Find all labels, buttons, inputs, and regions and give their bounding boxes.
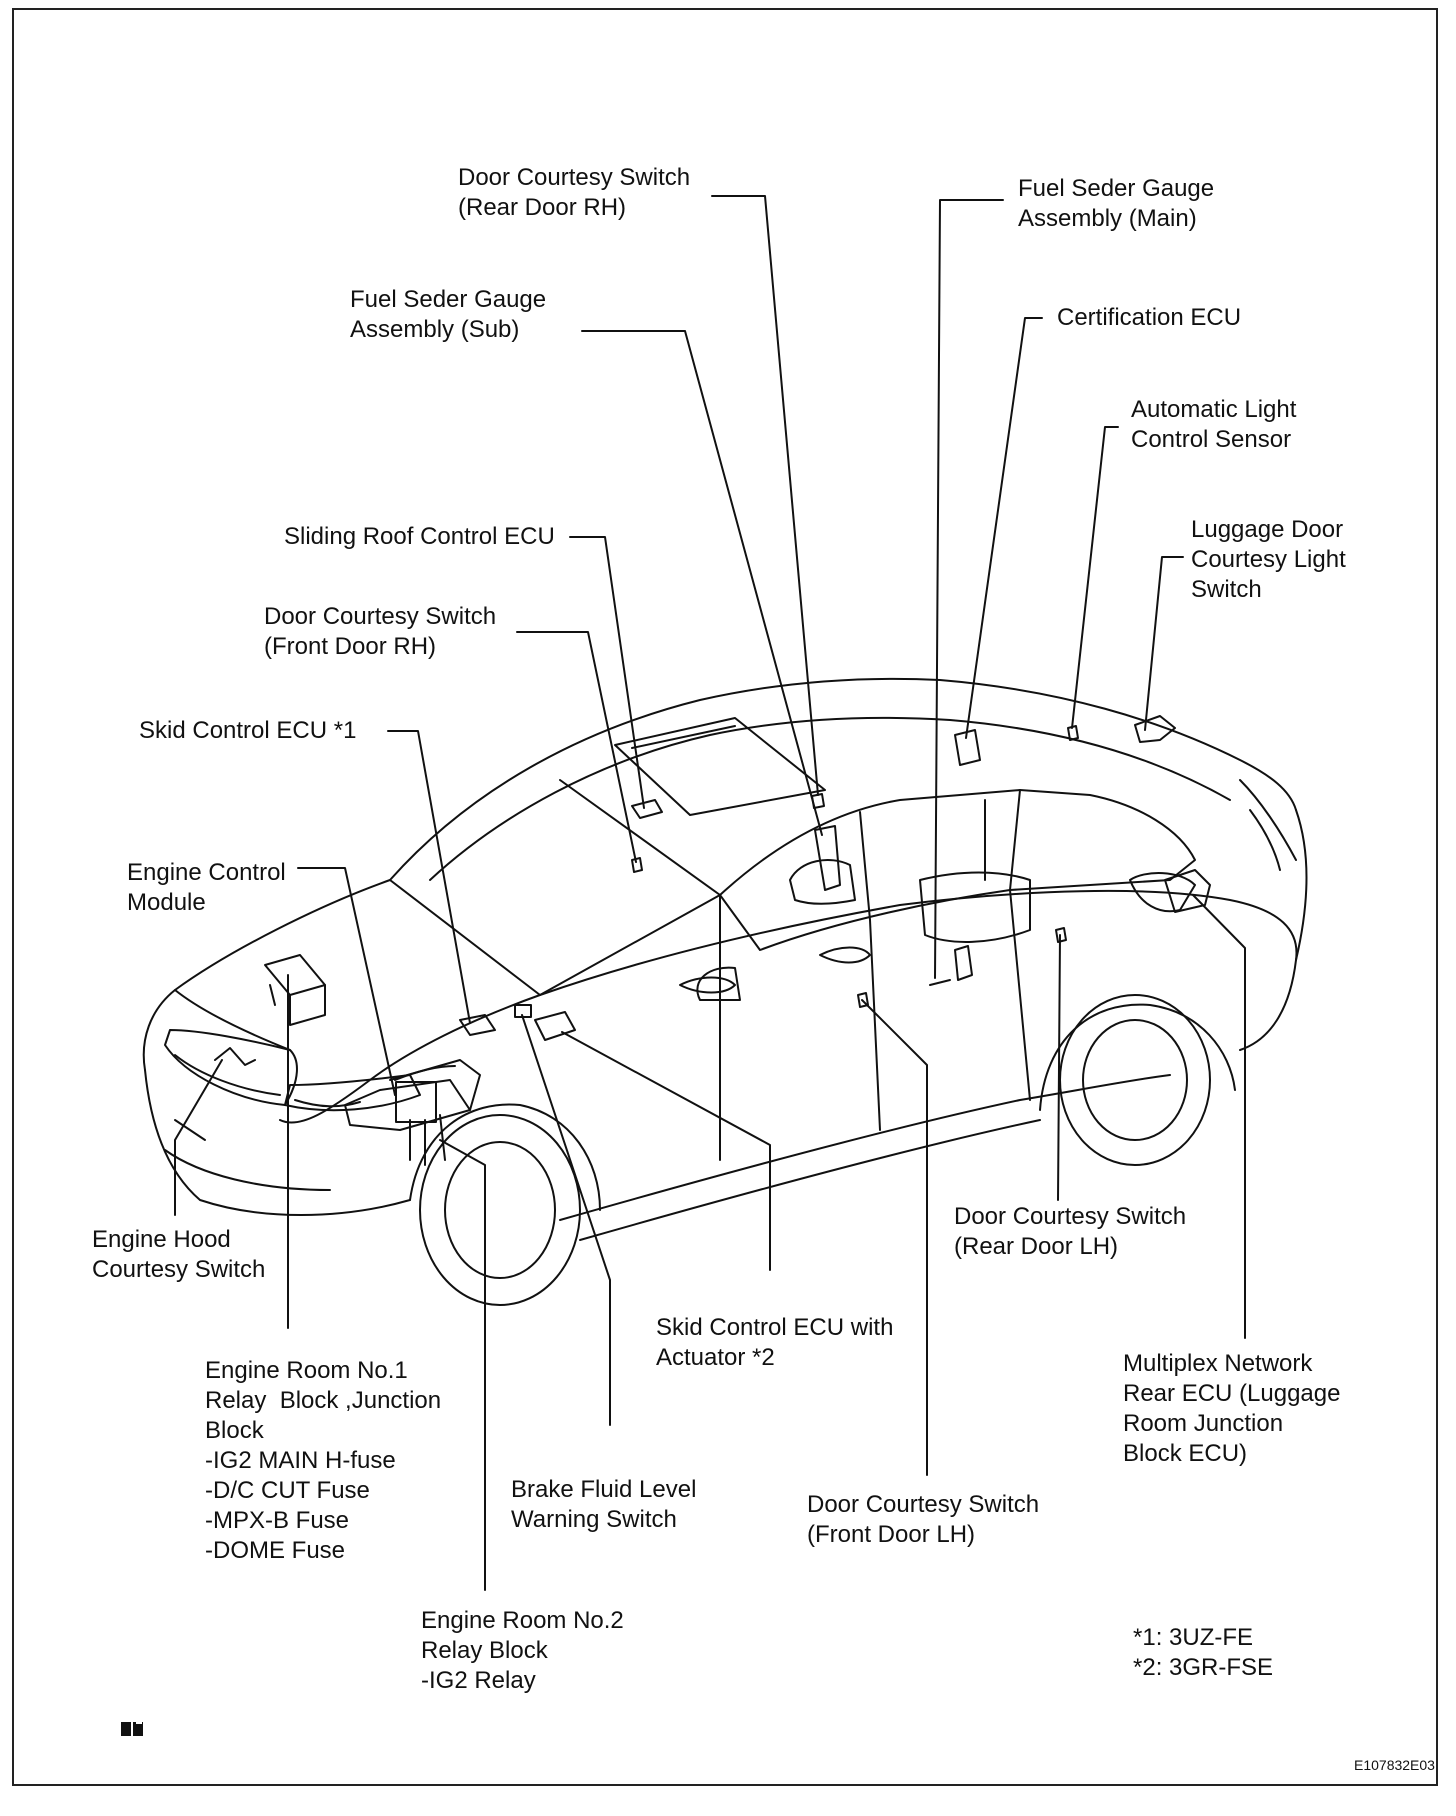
- leader-hood: [174, 1059, 223, 1216]
- leader-door-rear-rh: [711, 195, 819, 796]
- label-engine-control-module: Engine Control Module: [127, 859, 286, 916]
- leader-skid-actuator: [561, 1031, 771, 1271]
- leader-skid-ecu: [387, 730, 471, 1024]
- label-sliding-roof-ecu: Sliding Roof Control ECU: [284, 523, 555, 550]
- leader-fuel-sub: [581, 330, 823, 836]
- label-engine-hood-switch: Engine Hood Courtesy Switch: [92, 1226, 266, 1283]
- label-multiplex-rear-ecu: Multiplex Network Rear ECU (Luggage Room…: [1123, 1350, 1341, 1467]
- leader-multiplex: [1192, 894, 1246, 1339]
- document-icon: [121, 1718, 143, 1736]
- leader-sliding-roof: [569, 536, 645, 809]
- leader-fuel-main: [934, 199, 1004, 979]
- label-fuel-gauge-sub: Fuel Seder Gauge Assembly (Sub): [350, 286, 547, 343]
- label-door-courtesy-rear-lh: Door Courtesy Switch (Rear Door LH): [954, 1203, 1187, 1260]
- label-door-courtesy-front-rh: Door Courtesy Switch (Front Door RH): [264, 603, 497, 660]
- label-auto-light-sensor: Automatic Light Control Sensor: [1131, 396, 1297, 453]
- leader-door-rear-lh: [1057, 934, 1061, 1201]
- car-body: [142, 677, 1308, 1306]
- leader-door-front-rh: [516, 631, 637, 863]
- label-certification-ecu: Certification ECU: [1057, 304, 1242, 331]
- label-luggage-door-switch: Luggage Door Courtesy Light Switch: [1191, 516, 1346, 603]
- label-skid-control-ecu: Skid Control ECU *1: [139, 717, 357, 744]
- diagram-frame: [12, 8, 1438, 1786]
- figure-code: E107832E03: [1354, 1757, 1435, 1773]
- label-skid-control-actuator: Skid Control ECU with Actuator *2: [656, 1314, 894, 1371]
- leader-ecm: [297, 867, 396, 1096]
- leader-brake: [521, 1014, 611, 1426]
- leader-cert-ecu: [965, 317, 1043, 739]
- label-engine-room-no2: Engine Room No.2 Relay Block -IG2 Relay: [421, 1607, 624, 1694]
- label-door-courtesy-rear-rh: Door Courtesy Switch (Rear Door RH): [458, 164, 691, 221]
- leader-auto-light: [1071, 426, 1119, 729]
- leader-lines: [174, 195, 1246, 1591]
- leader-luggage: [1144, 556, 1184, 731]
- label-brake-fluid-switch: Brake Fluid Level Warning Switch: [511, 1476, 697, 1533]
- leader-door-front-lh: [861, 999, 928, 1476]
- label-fuel-gauge-main: Fuel Seder Gauge Assembly (Main): [1018, 175, 1215, 232]
- leader-engine-room-2: [439, 1139, 486, 1591]
- label-door-courtesy-front-lh: Door Courtesy Switch (Front Door LH): [807, 1491, 1040, 1548]
- label-engine-room-no1: Engine Room No.1 Relay Block ,Junction B…: [205, 1357, 442, 1564]
- engine-notes: *1: 3UZ-FE *2: 3GR-FSE: [1133, 1624, 1274, 1681]
